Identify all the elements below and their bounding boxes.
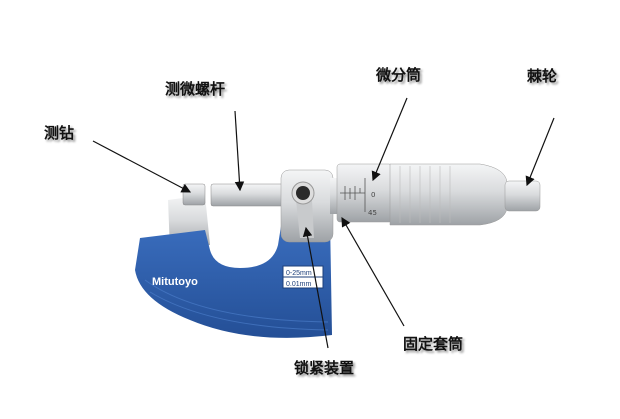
leader-spindle xyxy=(234,110,245,192)
leader-sleeve xyxy=(341,216,405,327)
scale-mark-0: 0 xyxy=(371,191,375,199)
label-anvil: 测钻 xyxy=(44,124,75,142)
resolution-text: 0.01mm xyxy=(286,281,311,288)
label-thimble: 微分筒 xyxy=(376,66,422,84)
label-ratchet: 棘轮 xyxy=(527,67,558,85)
leader-thimble xyxy=(371,97,408,182)
leader-lock xyxy=(302,226,329,349)
label-spindle: 测微螺杆 xyxy=(165,80,226,98)
label-sleeve: 固定套筒 xyxy=(403,335,464,353)
range-text: 0-25mm xyxy=(286,270,312,277)
label-lock: 锁紧装置 xyxy=(294,359,355,377)
brand-logo: Mitutoyo xyxy=(152,276,198,288)
spindle xyxy=(210,183,292,207)
anvil xyxy=(182,183,206,206)
ratchet-body xyxy=(389,163,508,226)
leader-ratchet xyxy=(525,117,555,187)
leader-anvil xyxy=(92,140,192,193)
ratchet-knob xyxy=(504,180,541,212)
scale-mark-45: 45 xyxy=(368,209,377,217)
